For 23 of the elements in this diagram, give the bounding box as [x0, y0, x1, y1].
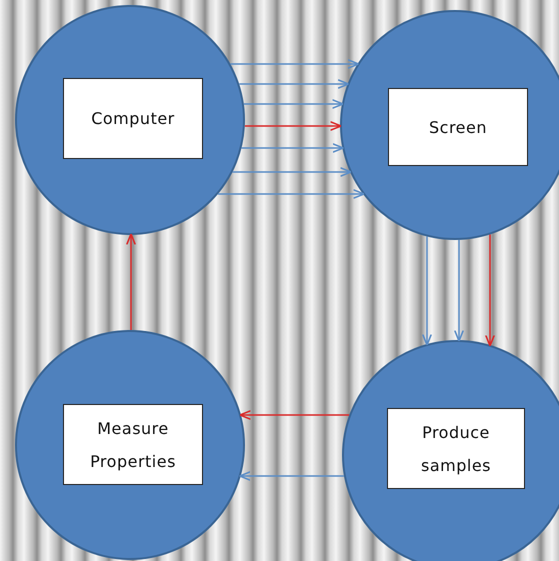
arrow [126, 233, 136, 330]
circle-node [15, 330, 245, 560]
process-box [63, 404, 203, 485]
arrow [422, 236, 432, 346]
box-label: Produce samples [420, 422, 492, 476]
arrow [242, 143, 344, 153]
arrow [244, 121, 342, 131]
arrow [485, 234, 495, 347]
box-label: Measure Properties [89, 418, 177, 472]
circle-node [15, 5, 245, 235]
process-box [63, 78, 203, 159]
arrow [230, 59, 360, 69]
arrow [218, 189, 365, 199]
arrow [244, 99, 344, 109]
box-label: Screen [428, 116, 487, 138]
arrow [232, 167, 352, 177]
arrow [238, 471, 344, 481]
process-box [387, 408, 525, 489]
arrow [239, 410, 350, 420]
box-label: Computer [91, 108, 175, 130]
arrow [239, 79, 350, 89]
arrow [454, 240, 464, 342]
process-box [388, 88, 528, 166]
